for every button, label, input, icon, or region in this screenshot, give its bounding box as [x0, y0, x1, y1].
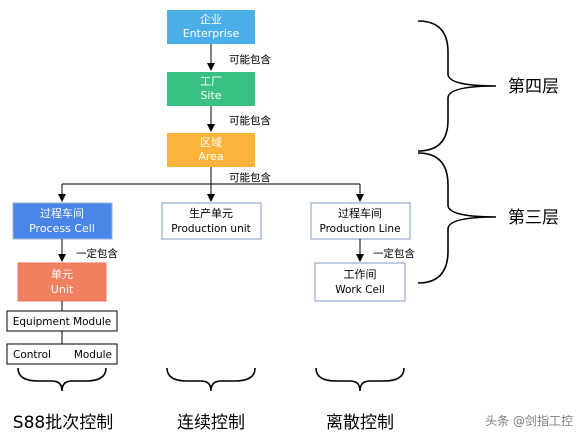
edge-label-area-children: 可能包含 [229, 171, 271, 184]
category-label-s88: S88批次控制 [13, 413, 113, 433]
process-cell-node: 过程车间 Process Cell [12, 202, 113, 240]
unit-subtitle: Unit [51, 283, 74, 296]
enterprise-subtitle: Enterprise [183, 27, 240, 40]
production-unit-title: 生产单元 [189, 206, 233, 220]
site-subtitle: Site [200, 89, 221, 102]
production-unit-node: 生产单元 Production unit [161, 202, 262, 240]
control-module-node: Control Module [6, 343, 118, 365]
brace-s88 [17, 367, 107, 392]
production-unit-subtitle: Production unit [171, 223, 251, 235]
layer-label-third: 第三层 [508, 208, 559, 228]
work-cell-node: 工作间 Work Cell [314, 262, 406, 302]
edge-label-site-area: 可能包含 [229, 114, 271, 127]
edge-label-enterprise-site: 可能包含 [229, 53, 271, 66]
equipment-module-node: Equipment Module [6, 310, 118, 332]
unit-node: 单元 Unit [17, 262, 107, 302]
area-subtitle: Area [198, 150, 223, 163]
edge-label-cell-unit: 一定包含 [76, 247, 118, 260]
brace-third-layer [417, 152, 497, 284]
enterprise-title: 企业 [200, 12, 222, 26]
production-line-title: 过程车间 [338, 206, 382, 220]
category-label-continuous: 连续控制 [177, 413, 245, 433]
process-cell-title: 过程车间 [40, 206, 84, 220]
production-line-subtitle: Production Line [319, 223, 400, 235]
unit-title: 单元 [51, 268, 73, 281]
work-cell-title: 工作间 [344, 268, 377, 281]
process-cell-subtitle: Process Cell [29, 222, 95, 235]
equipment-module-title: Equipment Module [13, 316, 112, 328]
watermark-text: 头条 @剑指工控 [485, 413, 573, 428]
area-title: 区域 [200, 136, 222, 149]
site-node: 工厂 Site [167, 72, 255, 106]
brace-discrete [315, 367, 405, 392]
control-module-title2: Module [74, 349, 112, 361]
brace-fourth-layer [417, 20, 497, 152]
layer-label-fourth: 第四层 [508, 77, 559, 97]
site-title: 工厂 [200, 75, 222, 88]
brace-continuous [166, 367, 256, 392]
work-cell-subtitle: Work Cell [335, 284, 385, 296]
enterprise-node: 企业 Enterprise [167, 10, 255, 44]
production-line-node: 过程车间 Production Line [310, 202, 411, 240]
control-module-title: Control [13, 349, 51, 361]
edge-label-line-workcell: 一定包含 [373, 247, 415, 260]
category-label-discrete: 离散控制 [326, 413, 394, 433]
area-node: 区域 Area [167, 133, 255, 167]
